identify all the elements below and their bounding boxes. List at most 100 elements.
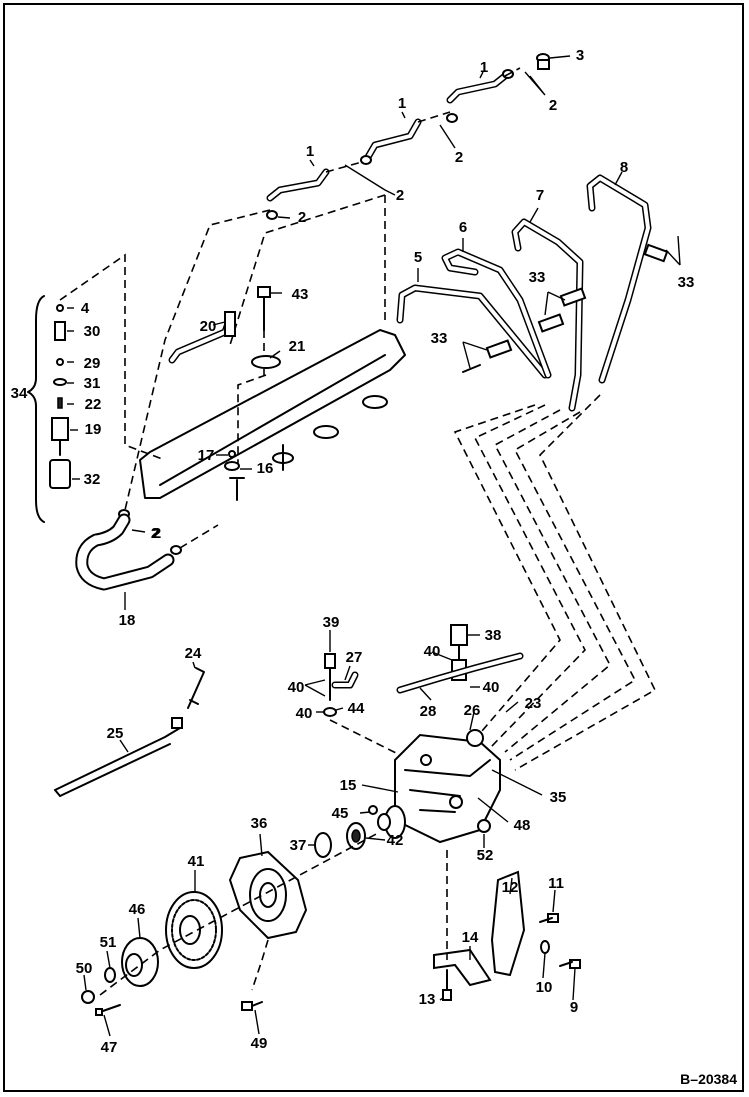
injection-line-7 <box>511 218 584 412</box>
leader-lines <box>67 55 681 1037</box>
callout-7: 7 <box>536 187 544 204</box>
hose-clamps <box>118 53 550 555</box>
screw-45 <box>368 805 378 815</box>
injection-line-6 <box>441 248 552 379</box>
callout-33: 33 <box>678 274 695 291</box>
return-pipe-28 <box>396 652 524 694</box>
callout-1: 1 <box>306 143 314 160</box>
callout-37: 37 <box>290 837 307 854</box>
bolt-11 <box>539 913 559 923</box>
callout-2: 2 <box>151 525 159 542</box>
callout-51: 51 <box>100 934 117 951</box>
return-hose-mid <box>364 113 458 161</box>
callout-6: 6 <box>459 219 467 236</box>
bypass-hose <box>75 513 175 591</box>
glow-harness <box>54 717 183 797</box>
callout-10: 10 <box>536 979 553 996</box>
callout-39: 39 <box>323 614 340 631</box>
nut-50 <box>81 990 95 1004</box>
callout-labels: 1112222223456789101112131415161718192021… <box>11 47 695 1056</box>
callout-22: 22 <box>85 396 102 413</box>
injection-line-8 <box>586 174 652 384</box>
callout-19: 19 <box>85 421 102 438</box>
callout-31: 31 <box>84 375 101 392</box>
callout-2: 2 <box>298 209 306 226</box>
hub-46 <box>121 937 159 987</box>
callout-20: 20 <box>200 318 217 335</box>
callout-5: 5 <box>414 249 422 266</box>
injection-line-5 <box>396 284 549 379</box>
bolt-9 <box>559 959 581 969</box>
drive-gear <box>165 891 223 969</box>
seal-42 <box>346 822 366 850</box>
callout-16: 16 <box>257 460 274 477</box>
callout-46: 46 <box>129 901 146 918</box>
nut-52 <box>477 819 491 833</box>
callout-40: 40 <box>424 643 441 660</box>
callout-34: 34 <box>11 385 28 402</box>
callout-41: 41 <box>188 853 205 870</box>
callout-52: 52 <box>477 847 494 864</box>
callout-24: 24 <box>185 645 202 662</box>
callout-2: 2 <box>549 97 557 114</box>
callout-9: 9 <box>570 999 578 1016</box>
callout-38: 38 <box>485 627 502 644</box>
callout-11: 11 <box>548 875 564 892</box>
callout-26: 26 <box>464 702 481 719</box>
callout-33: 33 <box>431 330 448 347</box>
glow-plug <box>187 667 205 709</box>
callout-15: 15 <box>340 777 357 794</box>
diagram-frame <box>3 3 744 1092</box>
injector-assembly <box>27 295 71 523</box>
callout-27: 27 <box>346 649 363 666</box>
callout-8: 8 <box>620 159 628 176</box>
callout-3: 3 <box>576 47 584 64</box>
callout-14: 14 <box>462 929 479 946</box>
callout-30: 30 <box>84 323 101 340</box>
callout-28: 28 <box>420 703 437 720</box>
bolt-43 <box>257 286 271 331</box>
washer-17 <box>224 450 240 471</box>
callout-32: 32 <box>84 471 101 488</box>
flange-21 <box>251 355 281 369</box>
washer-10 <box>540 940 550 954</box>
return-hose-low <box>266 155 372 202</box>
bolt-47 <box>95 1004 121 1016</box>
callout-47: 47 <box>101 1039 118 1056</box>
callout-21: 21 <box>289 338 306 355</box>
callout-35: 35 <box>550 789 567 806</box>
drawing-id: B–20384 <box>680 1071 737 1087</box>
callout-4: 4 <box>81 300 90 317</box>
callout-48: 48 <box>514 817 531 834</box>
engine-head-outline <box>139 329 406 501</box>
callout-43: 43 <box>292 286 309 303</box>
callout-29: 29 <box>84 355 101 372</box>
callout-49: 49 <box>251 1035 268 1052</box>
callout-2: 2 <box>153 525 161 542</box>
callout-33: 33 <box>529 269 546 286</box>
pump-flange <box>228 850 308 940</box>
callout-2: 2 <box>455 149 463 166</box>
banjo-27 <box>323 653 359 717</box>
callout-42: 42 <box>387 832 404 849</box>
callout-18: 18 <box>119 612 136 629</box>
washer-51 <box>104 967 116 983</box>
callout-2: 2 <box>396 187 404 204</box>
callout-13: 13 <box>419 991 436 1008</box>
bracket-14 <box>433 948 492 987</box>
line-clamps <box>462 243 669 373</box>
callout-12: 12 <box>502 879 519 896</box>
callout-40: 40 <box>296 705 313 722</box>
callout-40: 40 <box>483 679 500 696</box>
callout-50: 50 <box>76 960 93 977</box>
callout-45: 45 <box>332 805 349 822</box>
bracket-12 <box>490 870 526 977</box>
callout-44: 44 <box>348 700 365 717</box>
callout-17: 17 <box>198 447 215 464</box>
callout-25: 25 <box>107 725 124 742</box>
callout-23: 23 <box>525 695 542 712</box>
injection-pump <box>394 729 501 844</box>
oring-37 <box>314 832 332 858</box>
callout-1: 1 <box>398 95 406 112</box>
bolt-49 <box>241 1001 263 1011</box>
